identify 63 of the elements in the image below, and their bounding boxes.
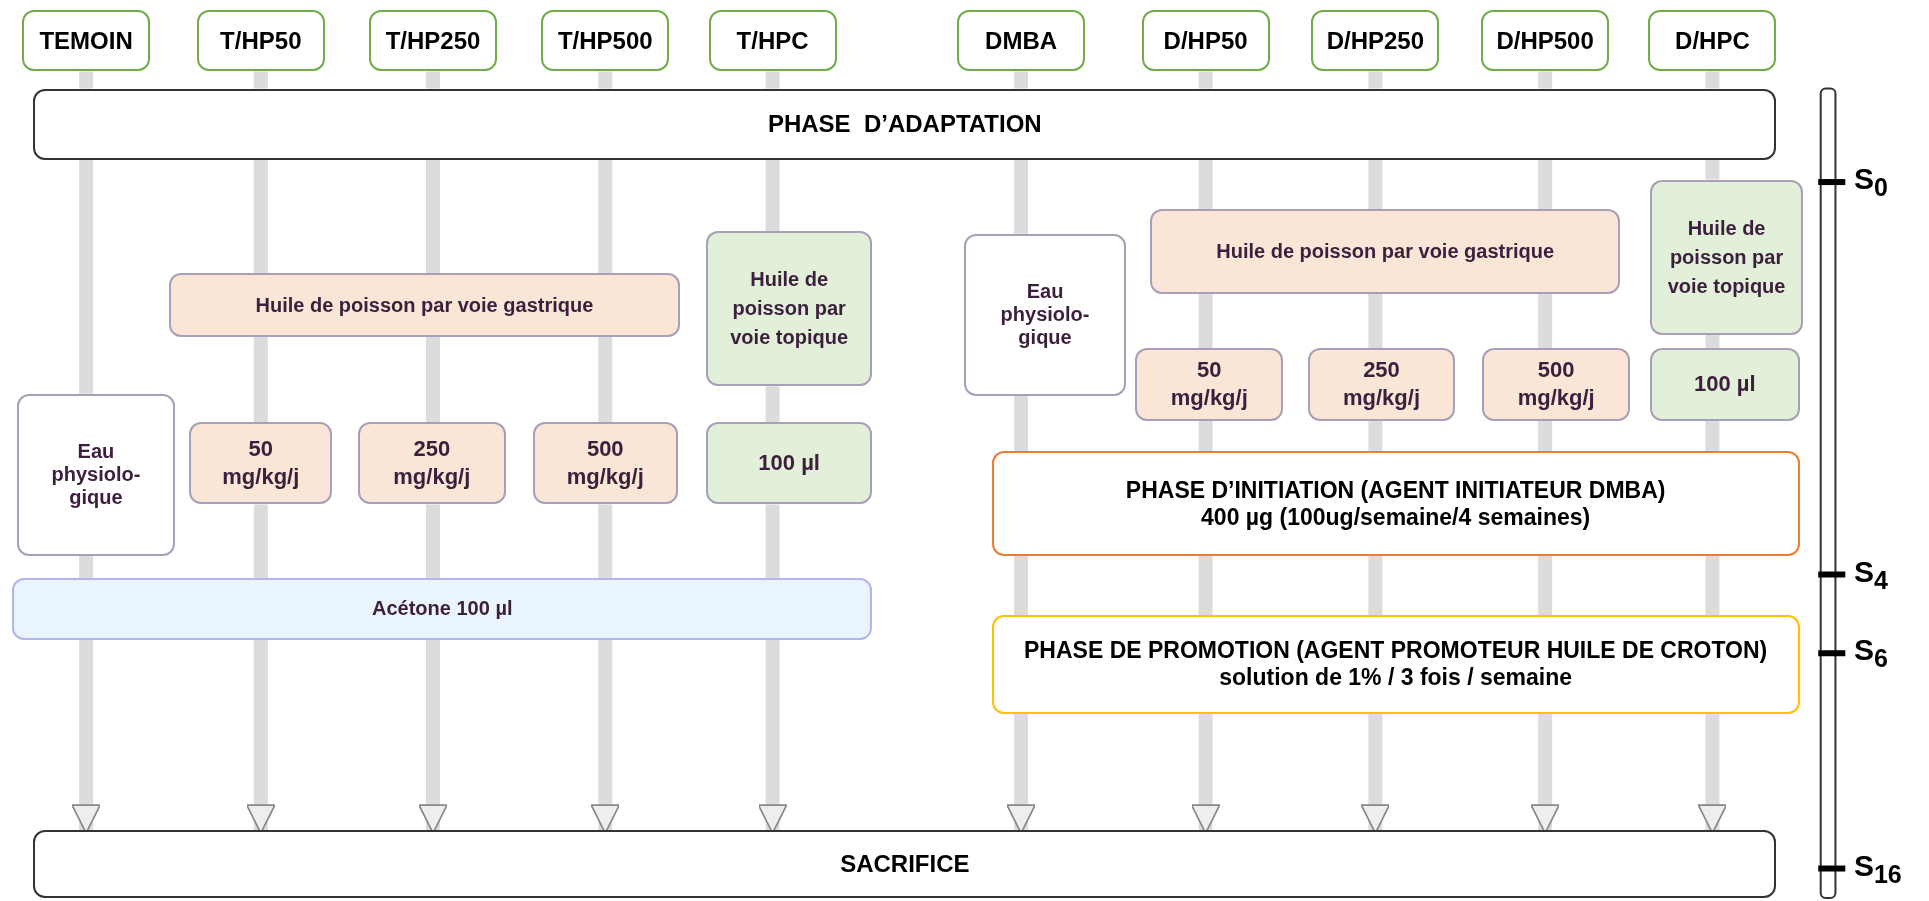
box-text: PHASE D’ADAPTATION bbox=[767, 110, 1042, 139]
box-text: Acétone 100 µl bbox=[372, 597, 513, 621]
group-label-box bbox=[1311, 9, 1440, 72]
box-text: D/HPC bbox=[1675, 26, 1750, 55]
treatment-box bbox=[706, 231, 873, 387]
treatment-box bbox=[1649, 179, 1804, 335]
box-text: 250 mg/kg/j bbox=[1342, 355, 1421, 413]
box-subtext: 400 µg (100ug/semaine/4 semaines) bbox=[1201, 503, 1591, 531]
box-text: 50 mg/kg/j bbox=[221, 434, 301, 492]
dose-box bbox=[532, 421, 678, 505]
group-label-box bbox=[541, 9, 670, 72]
phase-box bbox=[33, 88, 1777, 160]
box-text: Huile de poisson par voie topique bbox=[1666, 215, 1787, 299]
box-text: Huile de poisson par voie topique bbox=[729, 267, 850, 351]
dose-box bbox=[358, 421, 506, 505]
box-text: PHASE DE PROMOTION (AGENT PROMOTEUR HUILE DE CROTON) solution de 1% / 3 fois / semaine bbox=[1023, 637, 1769, 692]
dose-box bbox=[1482, 348, 1630, 421]
group-label-box bbox=[22, 9, 151, 72]
group-label-box bbox=[708, 9, 837, 72]
box-text: DMBA bbox=[985, 26, 1058, 55]
group-label-box bbox=[957, 9, 1086, 72]
dose-box bbox=[706, 421, 873, 505]
week-label: S$_{0}$ bbox=[1853, 162, 1888, 203]
box-text: Huile de poisson par voie gastrique bbox=[1216, 240, 1555, 264]
box-text: T/HPC bbox=[736, 26, 809, 55]
box-text: 500 mg/kg/j bbox=[1516, 355, 1596, 413]
box-text: TEMOIN bbox=[39, 26, 133, 55]
phase-box bbox=[33, 830, 1777, 899]
box-text: Eau physiolo-gique bbox=[999, 280, 1091, 350]
box-text: D/HP50 bbox=[1163, 26, 1248, 55]
treatment-box bbox=[168, 273, 681, 338]
week-label: S$_{16}$ bbox=[1853, 848, 1902, 889]
group-label-box bbox=[369, 9, 497, 72]
week-label: S$_{6}$ bbox=[1853, 633, 1888, 674]
box-text: 250 mg/kg/j bbox=[392, 434, 472, 492]
control-box bbox=[964, 233, 1126, 397]
box-text: 100 µl bbox=[1693, 370, 1756, 399]
phase-box bbox=[991, 615, 1800, 714]
control-box bbox=[17, 393, 175, 557]
dose-box bbox=[189, 421, 333, 505]
acetone-box bbox=[12, 578, 873, 640]
group-label-box bbox=[1141, 9, 1270, 72]
box-text: SACRIFICE bbox=[840, 850, 970, 879]
box-text: 50 mg/kg/j bbox=[1169, 355, 1249, 413]
dose-box bbox=[1649, 348, 1800, 421]
box-text: 500 mg/kg/j bbox=[565, 434, 645, 492]
group-label-box bbox=[196, 9, 325, 72]
box-text: T/HP250 bbox=[385, 26, 481, 55]
box-text: Eau physiolo-gique bbox=[50, 440, 142, 510]
week-label: S$_{4}$ bbox=[1853, 554, 1888, 595]
box-text: Huile de poisson par voie gastrique bbox=[255, 293, 594, 317]
box-text: T/HP50 bbox=[220, 26, 302, 55]
phase-box bbox=[991, 451, 1800, 557]
box-text: D/HP250 bbox=[1326, 26, 1425, 55]
group-label-box bbox=[1481, 9, 1610, 72]
treatment-box bbox=[1150, 209, 1621, 294]
box-text: D/HP500 bbox=[1496, 26, 1594, 55]
group-label-box bbox=[1648, 9, 1777, 72]
dose-box bbox=[1135, 348, 1284, 421]
box-text: 100 µl bbox=[758, 448, 820, 477]
box-text: T/HP500 bbox=[557, 26, 653, 55]
box-text: PHASE D’INITIATION (AGENT INITIATEUR DMBA) bbox=[1125, 476, 1666, 504]
dose-box bbox=[1307, 348, 1456, 421]
